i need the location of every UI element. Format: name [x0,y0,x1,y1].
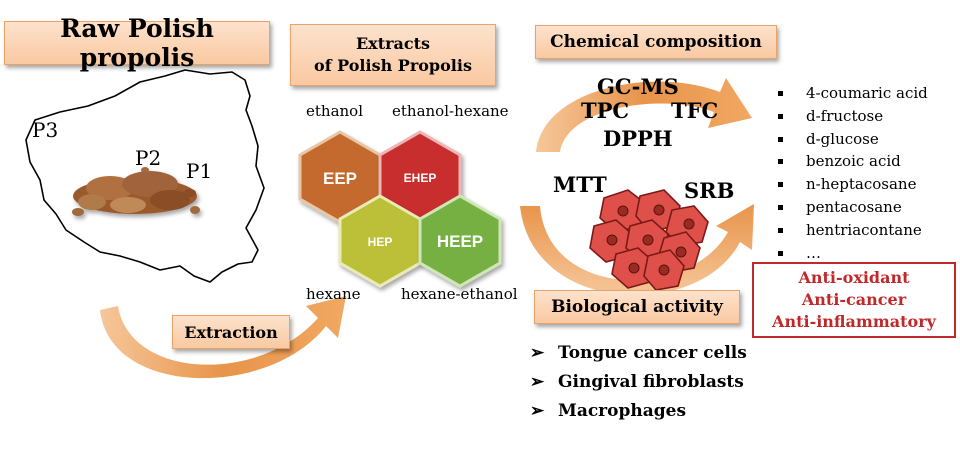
method-gcms: GC-MS [597,74,679,99]
method-tfc: TFC [671,98,719,123]
bio-item-label: Macrophages [558,401,687,421]
map-label-p1: P1 [186,159,213,183]
extracts-header-box: Extracts of Polish Propolis [290,24,496,86]
arrow-bullet-icon: ➢ [530,372,545,392]
activity-anticancer: Anti-cancer [801,290,907,309]
arrow-bullet-icon: ➢ [530,343,545,363]
cells-illustration [589,189,709,291]
arrow-bullet-icon: ➢ [530,401,545,421]
bio-item-label: Gingival fibroblasts [558,372,744,392]
propolis-sample-image [72,167,200,216]
compound-item: benzoic acid [776,150,928,173]
hexagon-label-hep: HEP [368,235,393,249]
bio-item: ➢ Tongue cancer cells [530,339,747,368]
compound-item: pentacosane [776,196,928,219]
method-tpc: TPC [581,98,630,123]
map-label-p2: P2 [135,146,162,170]
compound-item: hentriacontane [776,219,928,242]
biological-items-list: ➢ Tongue cancer cells ➢ Gingival fibroblas… [530,339,747,426]
method-mtt: MTT [553,172,607,197]
extraction-arrow [100,296,346,379]
activity-antioxidant: Anti-oxidant [798,268,910,287]
compound-item: … [776,242,928,265]
activity-antiinflammatory: Anti-inflammatory [772,312,936,331]
extraction-label: Extraction [184,322,278,342]
compounds-list: 4-coumaric acid d-fructose d-glucose ben… [776,82,928,264]
method-dpph: DPPH [603,126,673,151]
hexagon-label-heep: HEEP [437,232,483,251]
compound-item: d-fructose [776,105,928,128]
hexagon-heep [418,194,502,288]
compound-item: 4-coumaric acid [776,82,928,105]
method-srb: SRB [684,178,735,203]
solvent-label-ethanol: ethanol [306,102,363,120]
biological-activity-box: Biological activity [534,290,740,324]
biological-activity-label: Biological activity [551,297,723,317]
page-title: Raw Polish propolis [60,14,214,72]
map-label-p3: P3 [32,118,59,142]
extraction-box: Extraction [172,315,290,349]
solvent-label-hexane-ethanol: hexane-ethanol [401,285,518,303]
chemical-composition-box: Chemical composition [535,25,777,59]
bio-item: ➢ Macrophages [530,397,747,426]
extracts-header-line1: Extracts [355,34,431,53]
title-box: Raw Polish propolis [4,14,270,72]
chemical-arrow [536,78,752,152]
compound-item: d-glucose [776,128,928,151]
compound-item: n-heptacosane [776,173,928,196]
hexagon-label-eep: EEP [323,169,357,188]
bio-item-label: Tongue cancer cells [558,343,747,363]
extracts-header-line2: of Polish Propolis [314,56,472,75]
activities-box: Anti-oxidant Anti-cancer Anti-inflammato… [752,262,956,338]
hexagon-label-ehep: EHEP [404,171,437,185]
solvent-label-ethanol-hexane: ethanol-hexane [392,102,509,120]
solvent-label-hexane: hexane [306,285,361,303]
chemical-composition-label: Chemical composition [550,32,762,52]
bio-item: ➢ Gingival fibroblasts [530,368,747,397]
biological-arrow [520,204,754,296]
